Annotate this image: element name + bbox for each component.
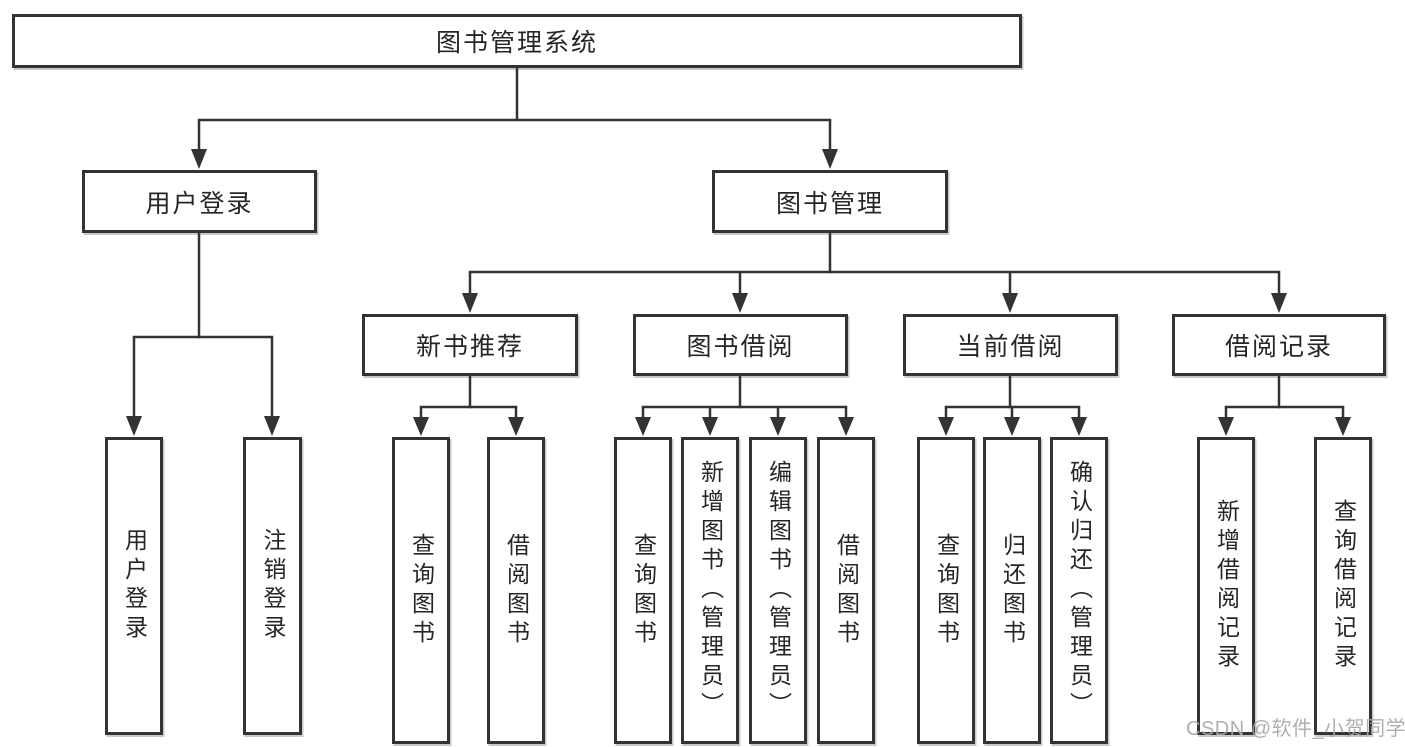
leaf-borrow-books-2-label: 借阅图书 [833,532,860,649]
node-root-label: 图书管理系统 [435,29,598,57]
leaf-edit-books-admin-label: 编辑图书（管理员） [765,460,792,721]
node-current-borrow: 当前借阅 [903,314,1118,376]
node-user-login: 用户登录 [82,170,317,233]
leaf-logout: 注销登录 [243,437,302,735]
leaf-edit-books-admin: 编辑图书（管理员） [749,437,807,744]
leaf-query-books-3: 查询图书 [917,437,975,744]
leaf-query-books-1-label: 查询图书 [408,532,435,649]
node-current-borrow-label: 当前借阅 [956,333,1065,361]
leaf-add-books-admin: 新增图书（管理员） [681,437,739,744]
leaf-query-books-2-label: 查询图书 [630,532,657,649]
leaf-return-books: 归还图书 [983,437,1041,744]
leaf-query-borrow-record-label: 查询借阅记录 [1330,499,1357,673]
leaf-logout-label: 注销登录 [260,528,286,644]
node-user-login-label: 用户登录 [145,189,254,218]
leaf-return-books-label: 归还图书 [999,532,1026,649]
leaf-borrow-books-2: 借阅图书 [817,437,875,744]
node-root: 图书管理系统 [12,14,1022,68]
node-book-borrow-label: 图书借阅 [686,333,795,361]
leaf-query-books-1: 查询图书 [392,437,450,744]
node-borrow-records: 借阅记录 [1172,314,1386,376]
leaf-borrow-books-1: 借阅图书 [487,437,545,744]
node-new-book-recommend-label: 新书推荐 [415,333,524,361]
leaf-add-books-admin-label: 新增图书（管理员） [697,460,724,721]
leaf-add-borrow-record: 新增借阅记录 [1197,437,1255,735]
node-book-management-label: 图书管理 [775,189,884,218]
leaf-confirm-return-admin: 确认归还（管理员） [1050,437,1108,744]
node-book-management: 图书管理 [712,170,948,233]
node-borrow-records-label: 借阅记录 [1224,333,1333,361]
leaf-confirm-return-admin-label: 确认归还（管理员） [1066,460,1093,721]
leaf-query-books-2: 查询图书 [614,437,672,744]
node-book-borrow: 图书借阅 [633,314,848,376]
leaf-add-borrow-record-label: 新增借阅记录 [1213,499,1240,673]
leaf-user-login-label: 用户登录 [121,528,148,644]
node-new-book-recommend: 新书推荐 [362,314,578,376]
leaf-query-borrow-record: 查询借阅记录 [1314,437,1372,735]
leaf-borrow-books-1-label: 借阅图书 [503,532,530,649]
leaf-query-books-3-label: 查询图书 [933,532,960,649]
leaf-user-login: 用户登录 [105,437,163,735]
